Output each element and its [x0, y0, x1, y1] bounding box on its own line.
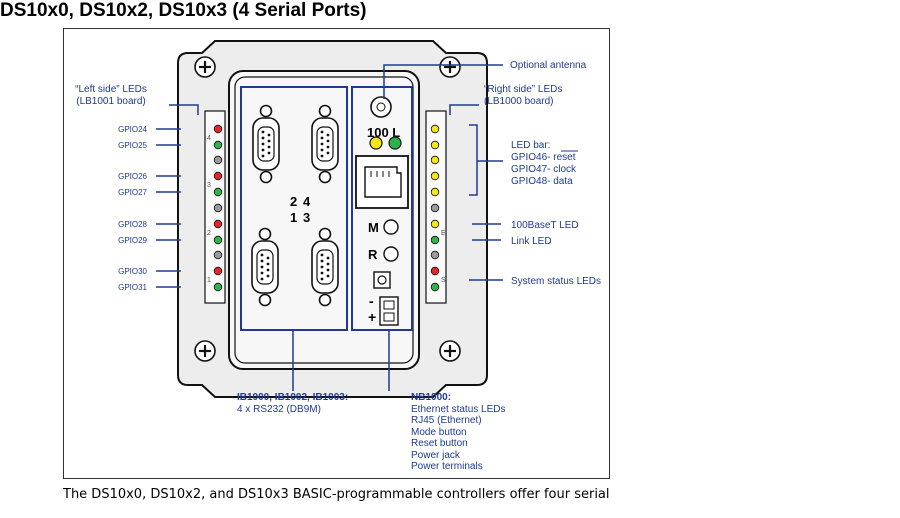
led-separator — [430, 250, 440, 260]
nb-item: Reset button — [411, 438, 468, 449]
gpio25-label: GPIO25 — [118, 141, 147, 150]
nb-board-title: NB1000: — [411, 392, 451, 403]
left-leds-subtitle: (LB1001 board) — [76, 96, 146, 107]
led-separator — [213, 250, 223, 260]
left-leds-title: “Left side” LEDs — [75, 84, 147, 95]
antenna-connector — [370, 96, 392, 118]
right-letter-s: S — [441, 277, 446, 284]
led-gpio31 — [213, 282, 223, 292]
nb-item: Power jack — [411, 450, 461, 461]
nb-item: RJ45 (Ethernet) — [411, 415, 482, 426]
led-separator — [213, 203, 223, 213]
screw-top-right — [438, 55, 462, 79]
led-gpio26 — [213, 171, 223, 181]
gpio26-label: GPIO26 — [118, 172, 147, 181]
left-led-group — [213, 124, 223, 292]
power-jack — [373, 271, 391, 289]
gpio31-label: GPIO31 — [118, 283, 147, 292]
nb-item: Power terminals — [411, 461, 483, 472]
power-minus: - — [369, 293, 374, 309]
led-link — [430, 235, 440, 245]
gpio24-label: GPIO24 — [118, 125, 147, 134]
device-diagram: 2 4 1 3 100 L M R - + 4 3 2 1 — [75, 40, 601, 472]
led-bar-3 — [430, 155, 440, 165]
gpio28-label: GPIO28 — [118, 220, 147, 229]
system-status-label: System status LEDs — [511, 276, 601, 287]
reset-label: R — [368, 247, 378, 262]
port-number-3: 3 — [303, 210, 310, 225]
ib-board-outline — [240, 86, 348, 331]
screw-bottom-right — [438, 339, 462, 363]
right-letter-e: E — [441, 230, 446, 237]
eth-led-label: 100 L — [367, 125, 400, 140]
led-100baset — [430, 219, 440, 229]
screw-top-left — [193, 55, 217, 79]
callout-lines — [156, 64, 503, 391]
port-number-1: 1 — [290, 210, 297, 225]
led-group-number-4: 4 — [207, 135, 211, 142]
led-bar-clock: GPIO47- clock — [511, 164, 577, 175]
led-gpio25 — [213, 140, 223, 150]
reset-button[interactable] — [383, 246, 399, 262]
led-gpio29 — [213, 235, 223, 245]
led-bar-5 — [430, 187, 440, 197]
led-separator — [213, 155, 223, 165]
nb-item: Mode button — [411, 427, 467, 438]
page-heading: DS10x0, DS10x2, DS10x3 (4 Serial Ports) — [0, 0, 367, 21]
gpio27-label: GPIO27 — [118, 188, 147, 197]
link-led-label: Link LED — [511, 236, 552, 247]
right-led-group — [430, 124, 440, 292]
led-gpio27 — [213, 187, 223, 197]
right-leds-subtitle: (LB1000 board) — [484, 96, 554, 107]
led-gpio24 — [213, 124, 223, 134]
mode-button[interactable] — [383, 219, 399, 235]
led-gpio30 — [213, 266, 223, 276]
eth-100-led-yellow — [369, 136, 383, 150]
gpio29-label: GPIO29 — [118, 236, 147, 245]
gpio30-label: GPIO30 — [118, 267, 147, 276]
antenna-label: Optional antenna — [510, 60, 587, 71]
nb-board-outline — [351, 86, 413, 331]
led-bar-title: LED bar: — [511, 140, 550, 151]
ib-board-desc: 4 x RS232 (DB9M) — [237, 404, 321, 415]
port-number-2: 2 — [290, 194, 297, 209]
led-group-number-1: 1 — [207, 277, 211, 284]
power-plus: + — [368, 309, 376, 325]
led-group-number-2: 2 — [207, 230, 211, 237]
led-status-green — [430, 282, 440, 292]
led-bar-data: GPIO48- data — [511, 176, 573, 187]
eth-link-led-green — [388, 136, 402, 150]
led-bar-1 — [430, 124, 440, 134]
figure-caption: The DS10x0, DS10x2, and DS10x3 BASIC-pro… — [63, 487, 610, 502]
led-bar-reset: GPIO46- reset — [511, 152, 576, 163]
led-separator — [430, 203, 440, 213]
rj45-port — [355, 155, 409, 209]
led-gpio28 — [213, 219, 223, 229]
device-diagram-frame: 2 4 1 3 100 L M R - + 4 3 2 1 — [63, 28, 610, 479]
ethernet-100baset-label: 100BaseT LED — [511, 220, 579, 231]
led-bar-4 — [430, 171, 440, 181]
right-leds-title: “Right side” LEDs — [484, 84, 562, 95]
screw-bottom-left — [193, 339, 217, 363]
port-number-4: 4 — [303, 194, 311, 209]
led-status-red — [430, 266, 440, 276]
nb-item: Ethernet status LEDs — [411, 404, 506, 415]
mode-label: M — [368, 220, 379, 235]
led-bar-2 — [430, 140, 440, 150]
led-group-number-3: 3 — [207, 182, 211, 189]
ib-board-title: IB1000, IB1002, IB1003: — [237, 392, 348, 403]
